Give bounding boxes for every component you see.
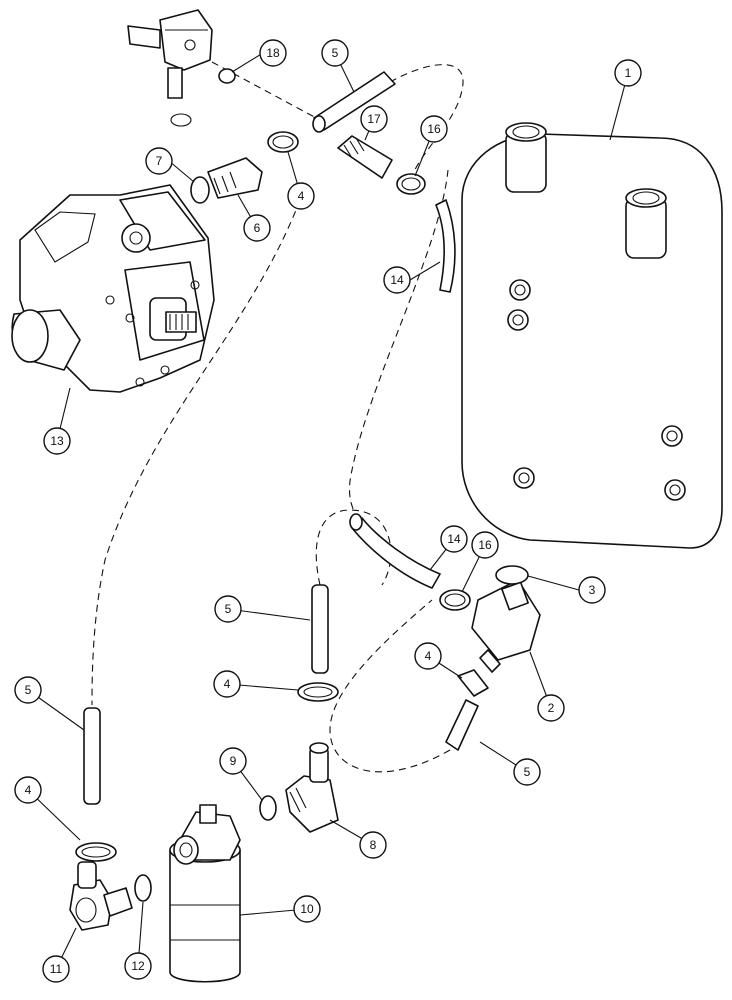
callout-16: 16 — [420, 115, 448, 143]
callout-number: 13 — [50, 434, 64, 448]
elbow-fitting — [207, 157, 263, 199]
callout-1: 1 — [614, 59, 642, 87]
fitting-threads — [213, 171, 237, 195]
callout-number: 8 — [370, 838, 377, 852]
callout-number: 18 — [266, 46, 280, 60]
callout-17: 17 — [360, 105, 388, 133]
elbow-fitting — [69, 861, 133, 931]
reservoir-tank — [461, 122, 723, 549]
hose-clamp — [75, 842, 117, 862]
callout-number: 5 — [332, 46, 339, 60]
o-ring — [134, 874, 152, 902]
hose-clamp-inner — [444, 593, 466, 607]
o-ring — [190, 176, 210, 204]
callout-4: 4 — [213, 670, 241, 698]
callout-number: 2 — [548, 701, 555, 715]
hose-clamp-inner — [303, 686, 333, 698]
callout-number: 4 — [298, 189, 305, 203]
callout-4: 4 — [414, 642, 442, 670]
filter-assembly — [169, 804, 241, 983]
callout-number: 6 — [254, 221, 261, 235]
callout-5: 5 — [513, 758, 541, 786]
callout-5: 5 — [321, 39, 349, 67]
callout-number: 4 — [25, 783, 32, 797]
callout-number: 7 — [156, 154, 163, 168]
hose-end — [349, 513, 363, 531]
routing-lines — [91, 61, 464, 773]
hose-clamp-inner — [272, 135, 294, 149]
callout-number: 16 — [427, 122, 441, 136]
callout-number: 11 — [50, 962, 63, 976]
tee-fitting — [471, 565, 541, 673]
callout-4: 4 — [287, 182, 315, 210]
hose-clamp-inner — [81, 846, 111, 858]
callout-18: 18 — [259, 39, 287, 67]
callout-number: 12 — [131, 959, 145, 973]
callout-number: 1 — [625, 66, 632, 80]
o-ring — [218, 68, 236, 84]
hose — [311, 584, 329, 674]
hose-fitting — [337, 135, 393, 179]
hose-clamp-inner — [401, 177, 421, 191]
hose-clamp — [267, 131, 299, 153]
o-ring — [259, 795, 277, 821]
callout-number: 16 — [478, 538, 492, 552]
valve-block — [127, 9, 213, 127]
breather-hose — [435, 199, 456, 293]
callout-number: 3 — [589, 583, 596, 597]
callout-9: 9 — [219, 747, 247, 775]
callout-number: 17 — [367, 112, 381, 126]
hose-clamp — [439, 589, 471, 611]
callout-14: 14 — [383, 266, 411, 294]
callout-number: 5 — [25, 683, 32, 697]
callout-8: 8 — [359, 831, 387, 859]
callout-number: 5 — [225, 602, 232, 616]
callout-7: 7 — [145, 147, 173, 175]
callout-3: 3 — [578, 576, 606, 604]
hose-end — [312, 115, 326, 133]
hose-clamp — [396, 173, 426, 195]
callout-2: 2 — [537, 694, 565, 722]
callout-11: 11 — [42, 955, 70, 983]
hose — [351, 517, 441, 589]
fitting-threads — [343, 137, 365, 159]
hose-clamp — [457, 669, 489, 697]
elbow-fitting — [285, 742, 339, 833]
callout-number: 9 — [230, 754, 237, 768]
callout-number: 4 — [224, 677, 231, 691]
callout-number: 10 — [300, 902, 314, 916]
callout-number: 14 — [390, 273, 404, 287]
callout-5: 5 — [214, 595, 242, 623]
hose — [445, 699, 479, 751]
callout-number: 4 — [425, 649, 432, 663]
callout-16: 16 — [471, 531, 499, 559]
hose-clamp — [297, 682, 339, 702]
callout-13: 13 — [43, 427, 71, 455]
hose — [83, 707, 101, 805]
callout-number: 14 — [447, 532, 461, 546]
callout-6: 6 — [243, 214, 271, 242]
callout-5: 5 — [14, 676, 42, 704]
callout-14: 14 — [440, 525, 468, 553]
callout-number: 5 — [524, 765, 531, 779]
callout-4: 4 — [14, 776, 42, 804]
callout-12: 12 — [124, 952, 152, 980]
callout-10: 10 — [293, 895, 321, 923]
hydraulic-pump — [11, 184, 215, 393]
